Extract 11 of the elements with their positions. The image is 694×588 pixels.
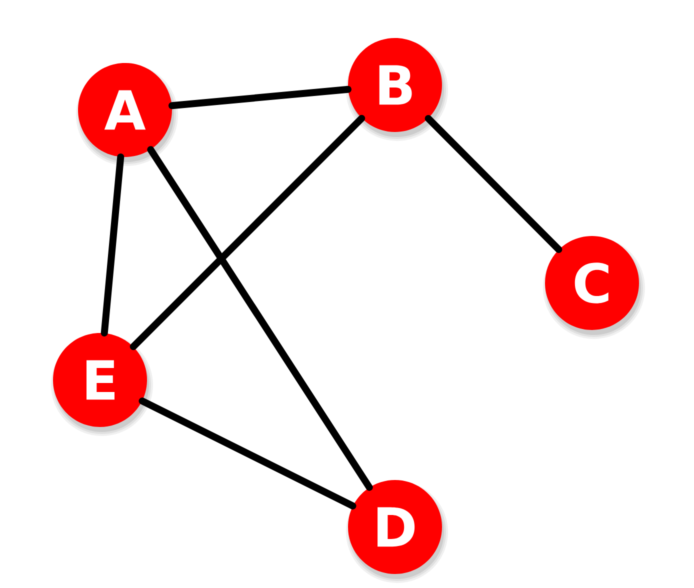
connector-line xyxy=(147,146,373,491)
connector-line xyxy=(424,114,562,254)
connector-line xyxy=(130,114,366,350)
circle-node: E xyxy=(51,332,153,436)
circle-node: C xyxy=(543,236,645,339)
circle-node: D xyxy=(346,480,448,583)
connector-line xyxy=(138,398,356,510)
connector-line xyxy=(100,153,124,336)
connector-line xyxy=(168,86,352,110)
circle-node: A xyxy=(76,63,178,166)
circle-node: B xyxy=(346,38,448,141)
